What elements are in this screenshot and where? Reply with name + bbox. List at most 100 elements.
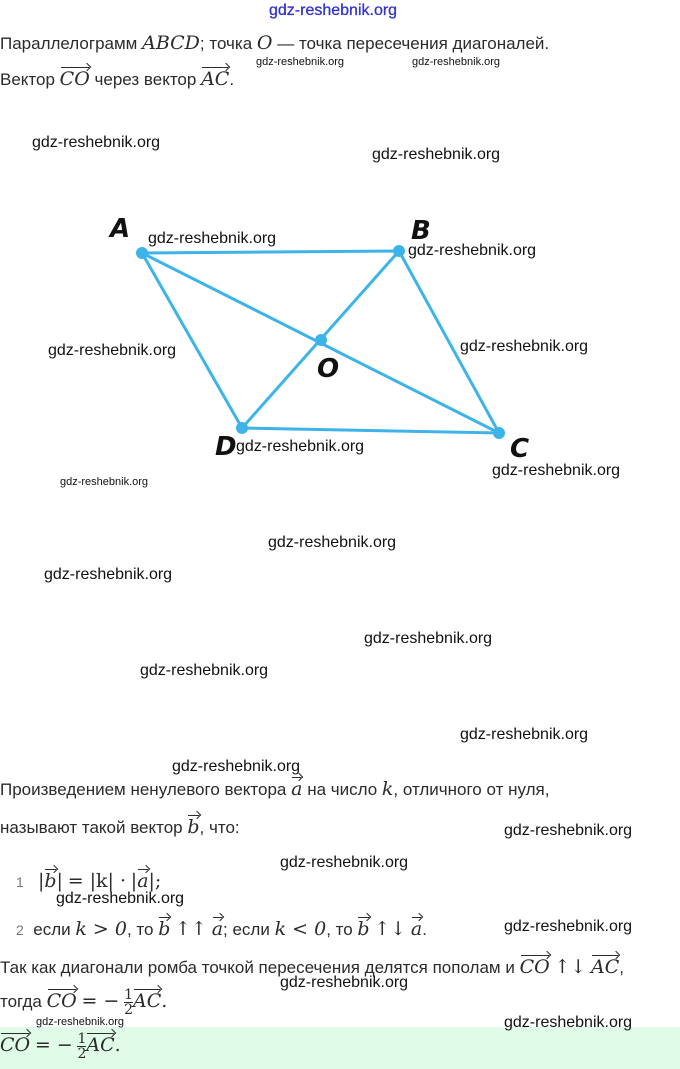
label-a: A xyxy=(110,214,131,244)
text: на число xyxy=(307,780,378,799)
math-k: k xyxy=(381,778,394,800)
watermark: gdz-reshebnik.org xyxy=(504,918,633,935)
watermark: gdz-reshebnik.org xyxy=(48,342,177,359)
watermark: gdz-reshebnik.org xyxy=(44,566,173,583)
opposite-symbol: ↑↓ xyxy=(554,956,587,978)
list-number: 1 xyxy=(16,874,24,890)
text: называют такой вектор xyxy=(0,818,183,837)
list-item-1: 1 |b| = |k| · |a|; xyxy=(16,866,161,892)
point-o xyxy=(315,334,327,346)
point-c xyxy=(493,427,505,439)
text: ; xyxy=(154,870,162,892)
math-abcd: ABCD xyxy=(142,32,200,54)
vector-co: CO xyxy=(47,986,77,1012)
point-d xyxy=(236,422,248,434)
text: через вектор xyxy=(94,70,197,89)
solution-line-1: Так как диагонали ромба точкой пересечен… xyxy=(0,952,624,978)
label-d: D xyxy=(215,432,237,462)
vector-b: b xyxy=(187,812,200,838)
text: тогда xyxy=(0,992,42,1011)
text: . xyxy=(114,1034,121,1056)
label-o: O xyxy=(317,354,340,384)
list-number: 2 xyxy=(16,922,24,938)
vector-a: a xyxy=(291,774,302,800)
text: Так как диагонали ромба точкой пересечен… xyxy=(0,958,515,977)
watermark: gdz-reshebnik.org xyxy=(36,1016,125,1028)
watermark: gdz-reshebnik.org xyxy=(372,146,501,163)
math-condition: k > 0 xyxy=(75,918,127,940)
problem-line-2: Вектор CO через вектор AC. xyxy=(0,64,234,90)
watermark: gdz-reshebnik.org xyxy=(60,476,149,488)
watermark: gdz-reshebnik.org xyxy=(492,462,621,479)
vector-b: b xyxy=(158,914,170,940)
watermark: gdz-reshebnik.org xyxy=(280,854,409,871)
watermark: gdz-reshebnik.org xyxy=(56,890,185,907)
label-b: B xyxy=(411,216,431,246)
vector-a: a xyxy=(137,866,149,892)
text: , то xyxy=(326,920,353,939)
watermark: gdz-reshebnik.org xyxy=(148,230,277,247)
denominator: 2 xyxy=(77,1046,87,1063)
watermark: gdz-reshebnik.org xyxy=(172,758,301,775)
vector-co: CO xyxy=(0,1030,30,1056)
vector-b: b xyxy=(44,866,57,892)
problem-line-1: Параллелограмм ABCD; точка O — точка пер… xyxy=(0,32,549,54)
vector-co: CO xyxy=(60,64,90,90)
watermark: gdz-reshebnik.org xyxy=(504,1014,633,1031)
label-c: C xyxy=(510,434,530,464)
text: — точка пересечения диагоналей. xyxy=(277,34,550,53)
point-b xyxy=(393,245,405,257)
text: ; если xyxy=(223,920,270,939)
codirected-symbol: ↑↑ xyxy=(175,918,207,940)
text: Параллелограмм xyxy=(0,34,138,53)
parallelogram-diagram xyxy=(136,245,505,439)
watermark: gdz-reshebnik.org xyxy=(280,974,409,991)
watermark: gdz-reshebnik.org xyxy=(364,630,493,647)
text: если xyxy=(33,920,71,939)
numerator: 1 xyxy=(77,1031,87,1048)
math-eq: = − xyxy=(81,990,120,1012)
text: . xyxy=(229,70,235,89)
watermark: gdz-reshebnik.org xyxy=(268,534,397,551)
watermark: gdz-reshebnik.org xyxy=(412,56,501,68)
watermark: gdz-reshebnik.org xyxy=(32,134,161,151)
math-o: O xyxy=(256,32,273,54)
vector-ac: AC xyxy=(86,1030,115,1056)
opposite-symbol: ↑↓ xyxy=(374,918,407,940)
watermark: gdz-reshebnik.org xyxy=(408,242,537,259)
math-condition: k < 0 xyxy=(274,918,327,940)
watermark: gdz-reshebnik.org xyxy=(236,438,365,455)
denominator: 2 xyxy=(124,1002,134,1019)
text: Произведением ненулевого вектора xyxy=(0,780,287,799)
watermark: gdz-reshebnik.org xyxy=(256,56,345,68)
text: . xyxy=(422,920,427,939)
site-watermark-link[interactable]: gdz-reshebnik.org xyxy=(269,2,398,19)
numerator: 1 xyxy=(124,987,134,1004)
watermark: gdz-reshebnik.org xyxy=(460,726,589,743)
text: , то xyxy=(126,920,154,939)
vector-a: a xyxy=(212,914,223,940)
vector-a: a xyxy=(411,914,422,940)
math-eq: = |k| · xyxy=(67,870,127,892)
text: Вектор xyxy=(0,70,55,89)
text: . xyxy=(161,990,168,1012)
definition-line-2: называют такой вектор b, что: xyxy=(0,812,240,838)
watermark: gdz-reshebnik.org xyxy=(460,338,589,355)
text: , xyxy=(619,958,625,977)
vector-b: b xyxy=(357,914,370,940)
vector-ac: AC xyxy=(201,64,229,90)
watermark: gdz-reshebnik.org xyxy=(504,822,633,839)
vector-ac: AC xyxy=(591,952,619,978)
watermark: gdz-reshebnik.org xyxy=(140,662,269,679)
text: , отличного от нуля, xyxy=(393,780,550,799)
definition-line-1: Произведением ненулевого вектора a на чи… xyxy=(0,774,549,800)
vector-ac: AC xyxy=(133,986,161,1012)
list-item-2: 2 если k > 0, то b ↑↑ a; если k < 0, то … xyxy=(16,914,427,940)
point-a xyxy=(136,247,148,259)
vector-co: CO xyxy=(520,952,550,978)
text: , что: xyxy=(199,818,240,837)
